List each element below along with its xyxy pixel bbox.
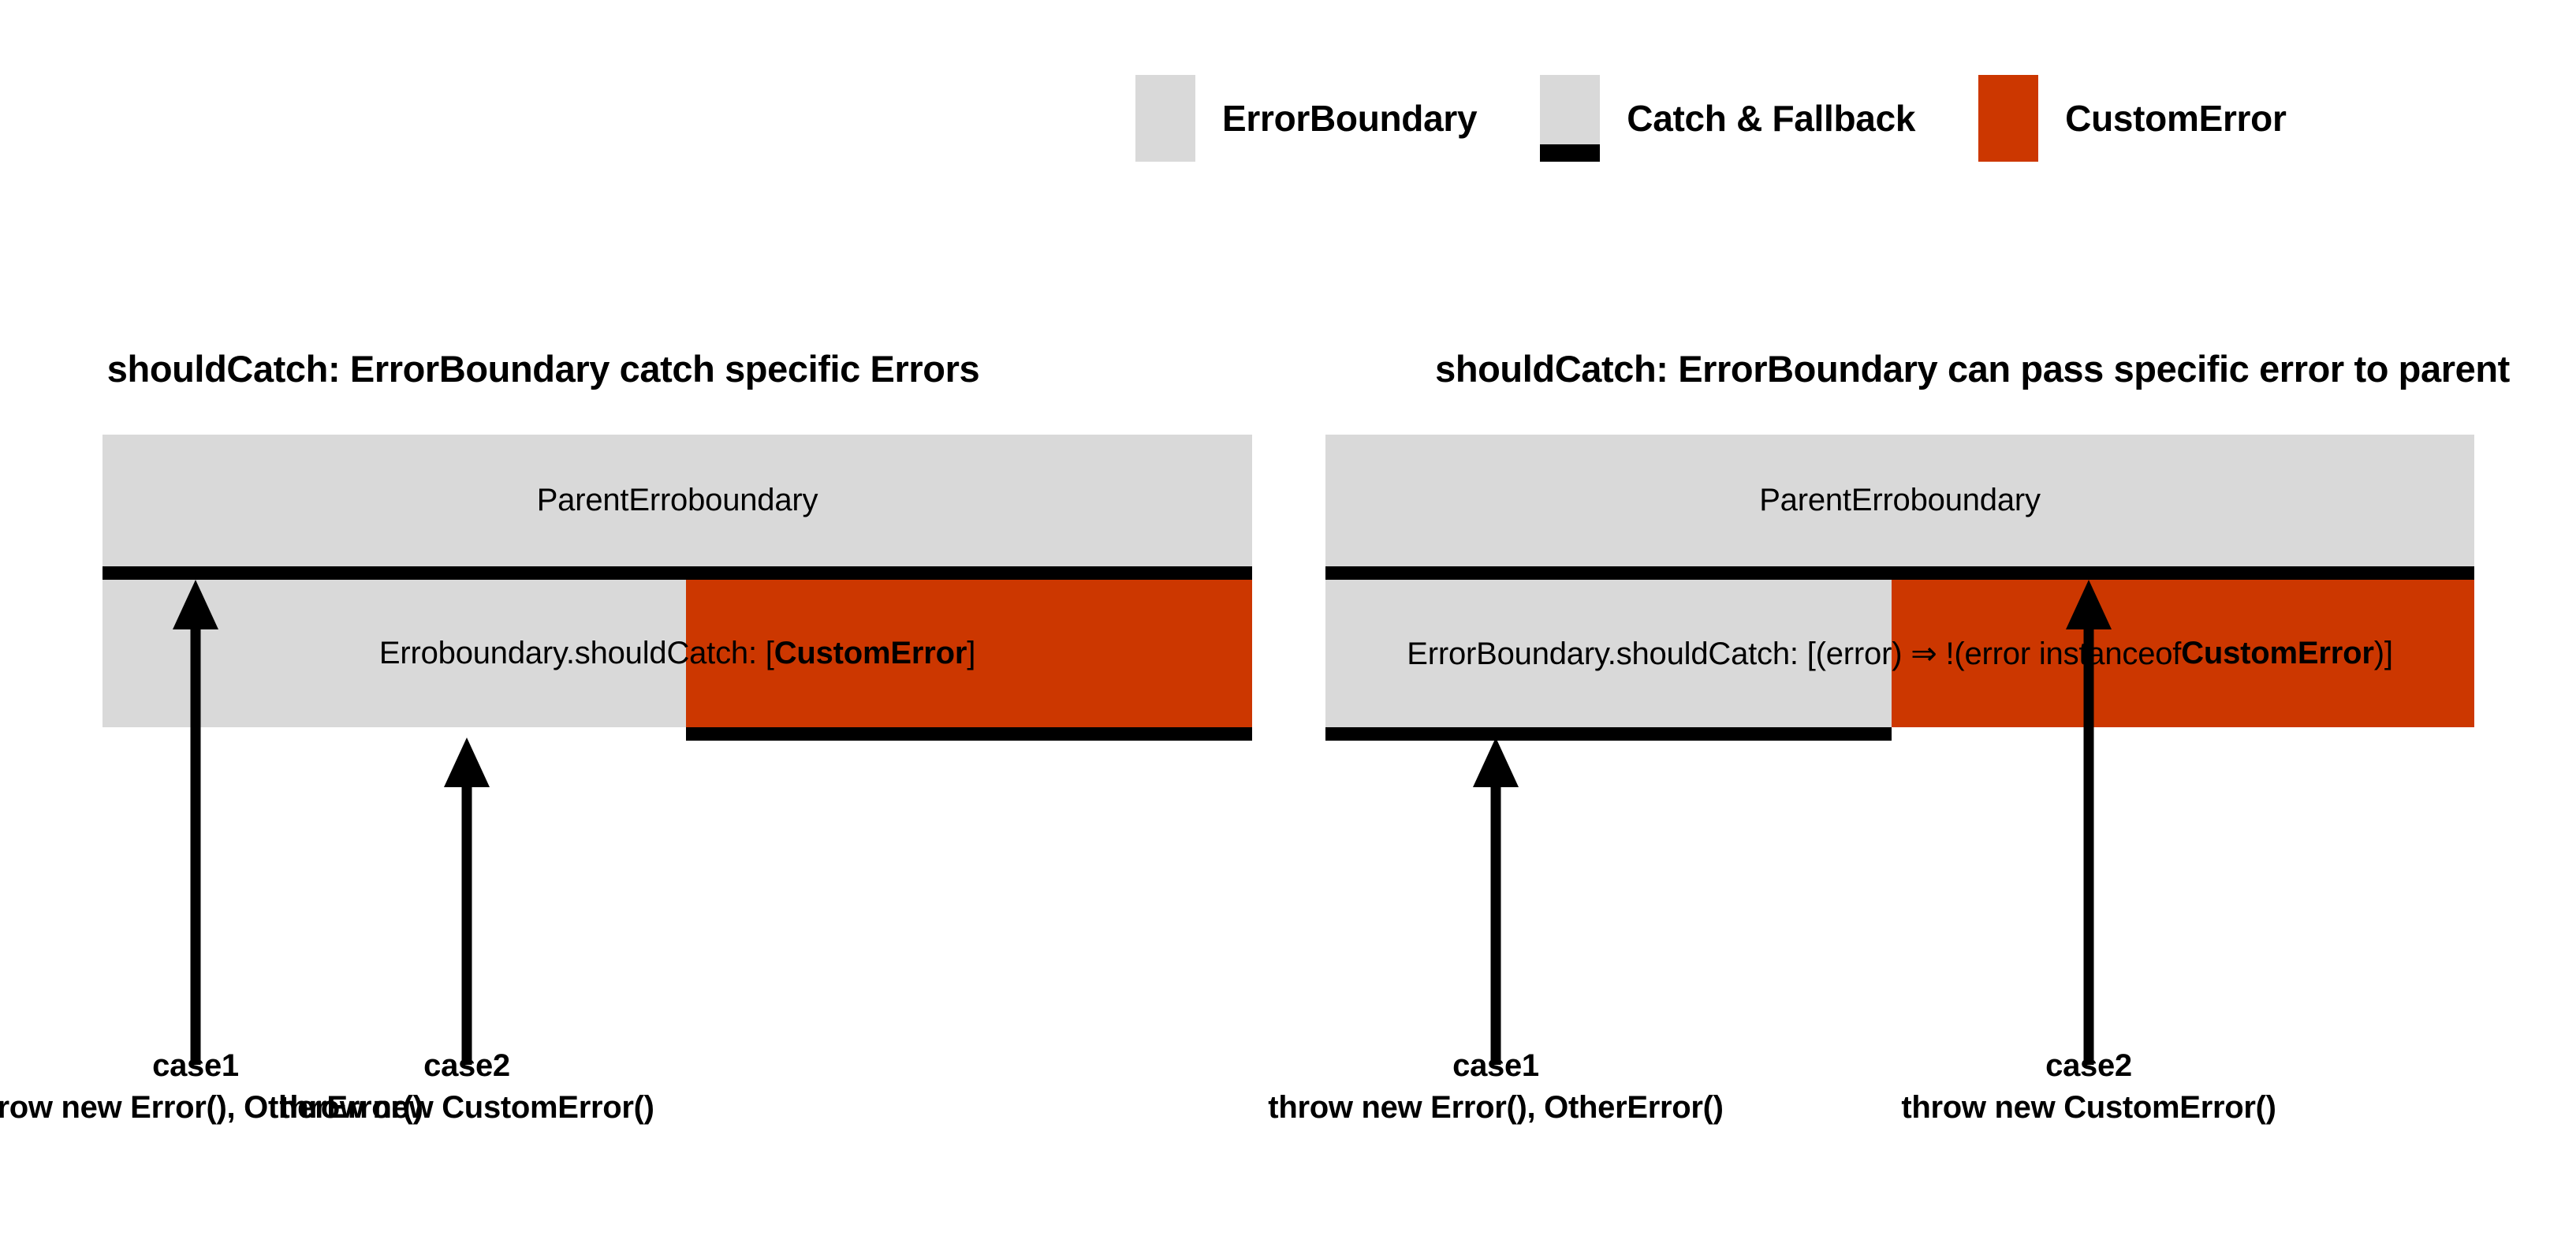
legend-label-customerror: CustomError <box>2065 98 2287 139</box>
panel-catch-specific-errors: shouldCatch: ErrorBoundary catch specifi… <box>0 348 1252 1129</box>
arrow-case2-left <box>442 737 492 1065</box>
child-half-orange-left <box>686 580 1252 741</box>
legend-item-catch-fallback: Catch & Fallback <box>1540 75 1915 162</box>
legend-swatch-catch-fallback-icon <box>1540 75 1601 162</box>
case2-caption-right: case2 throw new CustomError() <box>1901 1045 2276 1129</box>
child-catch-fallback-bar-left <box>686 727 1252 741</box>
legend-swatch-errorboundary-icon <box>1135 75 1195 162</box>
panel-title-left: shouldCatch: ErrorBoundary catch specifi… <box>106 348 980 390</box>
legend-label-errorboundary: ErrorBoundary <box>1222 98 1478 139</box>
legend-item-customerror: CustomError <box>1978 75 2287 162</box>
arrow-shaft-case2-left <box>461 773 472 1065</box>
panel-title-right: shouldCatch: ErrorBoundary can pass spec… <box>1435 348 2510 390</box>
case2-caption-left: case2 throw new CustomError() <box>279 1045 654 1129</box>
legend-item-errorboundary: ErrorBoundary <box>1135 75 1478 162</box>
child-half-gray-right <box>1325 580 1892 741</box>
parent-errorboundary-label-left: ParentErroboundary <box>536 483 818 517</box>
arrow-case1-right <box>1471 737 1521 1065</box>
case1-code-right: throw new Error(), OtherError() <box>1268 1089 1724 1125</box>
case1-caption-left: case1 throw new Error(), OtherError() <box>0 1045 423 1129</box>
case2-code-left: throw new CustomError() <box>279 1089 654 1125</box>
parent-catch-fallback-bar-right <box>1325 566 2474 580</box>
diagram-right: ParentErroboundary ErrorBoundary.shouldC… <box>1325 435 2474 741</box>
panel-pass-error-to-parent: shouldCatch: ErrorBoundary can pass spec… <box>1230 0 2576 1236</box>
diagram-left: ParentErroboundary Erroboundary.shouldCa… <box>103 435 1252 741</box>
legend: ErrorBoundary Catch & Fallback CustomErr… <box>1135 75 2287 162</box>
arrow-case1-left <box>170 580 221 1065</box>
arrow-shaft-case1-left <box>190 615 201 1065</box>
legend-label-catch-fallback: Catch & Fallback <box>1627 98 1916 139</box>
parent-errorboundary-box-right: ParentErroboundary <box>1325 435 2474 566</box>
case1-code-left: throw new Error(), OtherError() <box>0 1089 423 1125</box>
parent-catch-fallback-bar-left <box>103 566 1252 580</box>
case2-code-right: throw new CustomError() <box>1901 1089 2276 1125</box>
child-errorboundary-row-left: Erroboundary.shouldCatch: [CustomError] <box>103 580 1252 741</box>
child-catch-fallback-bar-right <box>1325 727 1892 741</box>
legend-swatch-customerror-icon <box>1978 75 2039 162</box>
arrow-case2-right <box>2063 580 2114 1065</box>
parent-errorboundary-box-left: ParentErroboundary <box>103 435 1252 566</box>
arrow-shaft-case1-right <box>1490 773 1501 1065</box>
child-half-orange-right <box>1892 580 2474 727</box>
child-errorboundary-row-right: ErrorBoundary.shouldCatch: [(error) ⇒ !(… <box>1325 580 2474 741</box>
arrow-shaft-case2-right <box>2083 615 2094 1065</box>
parent-errorboundary-label-right: ParentErroboundary <box>1759 483 2041 517</box>
